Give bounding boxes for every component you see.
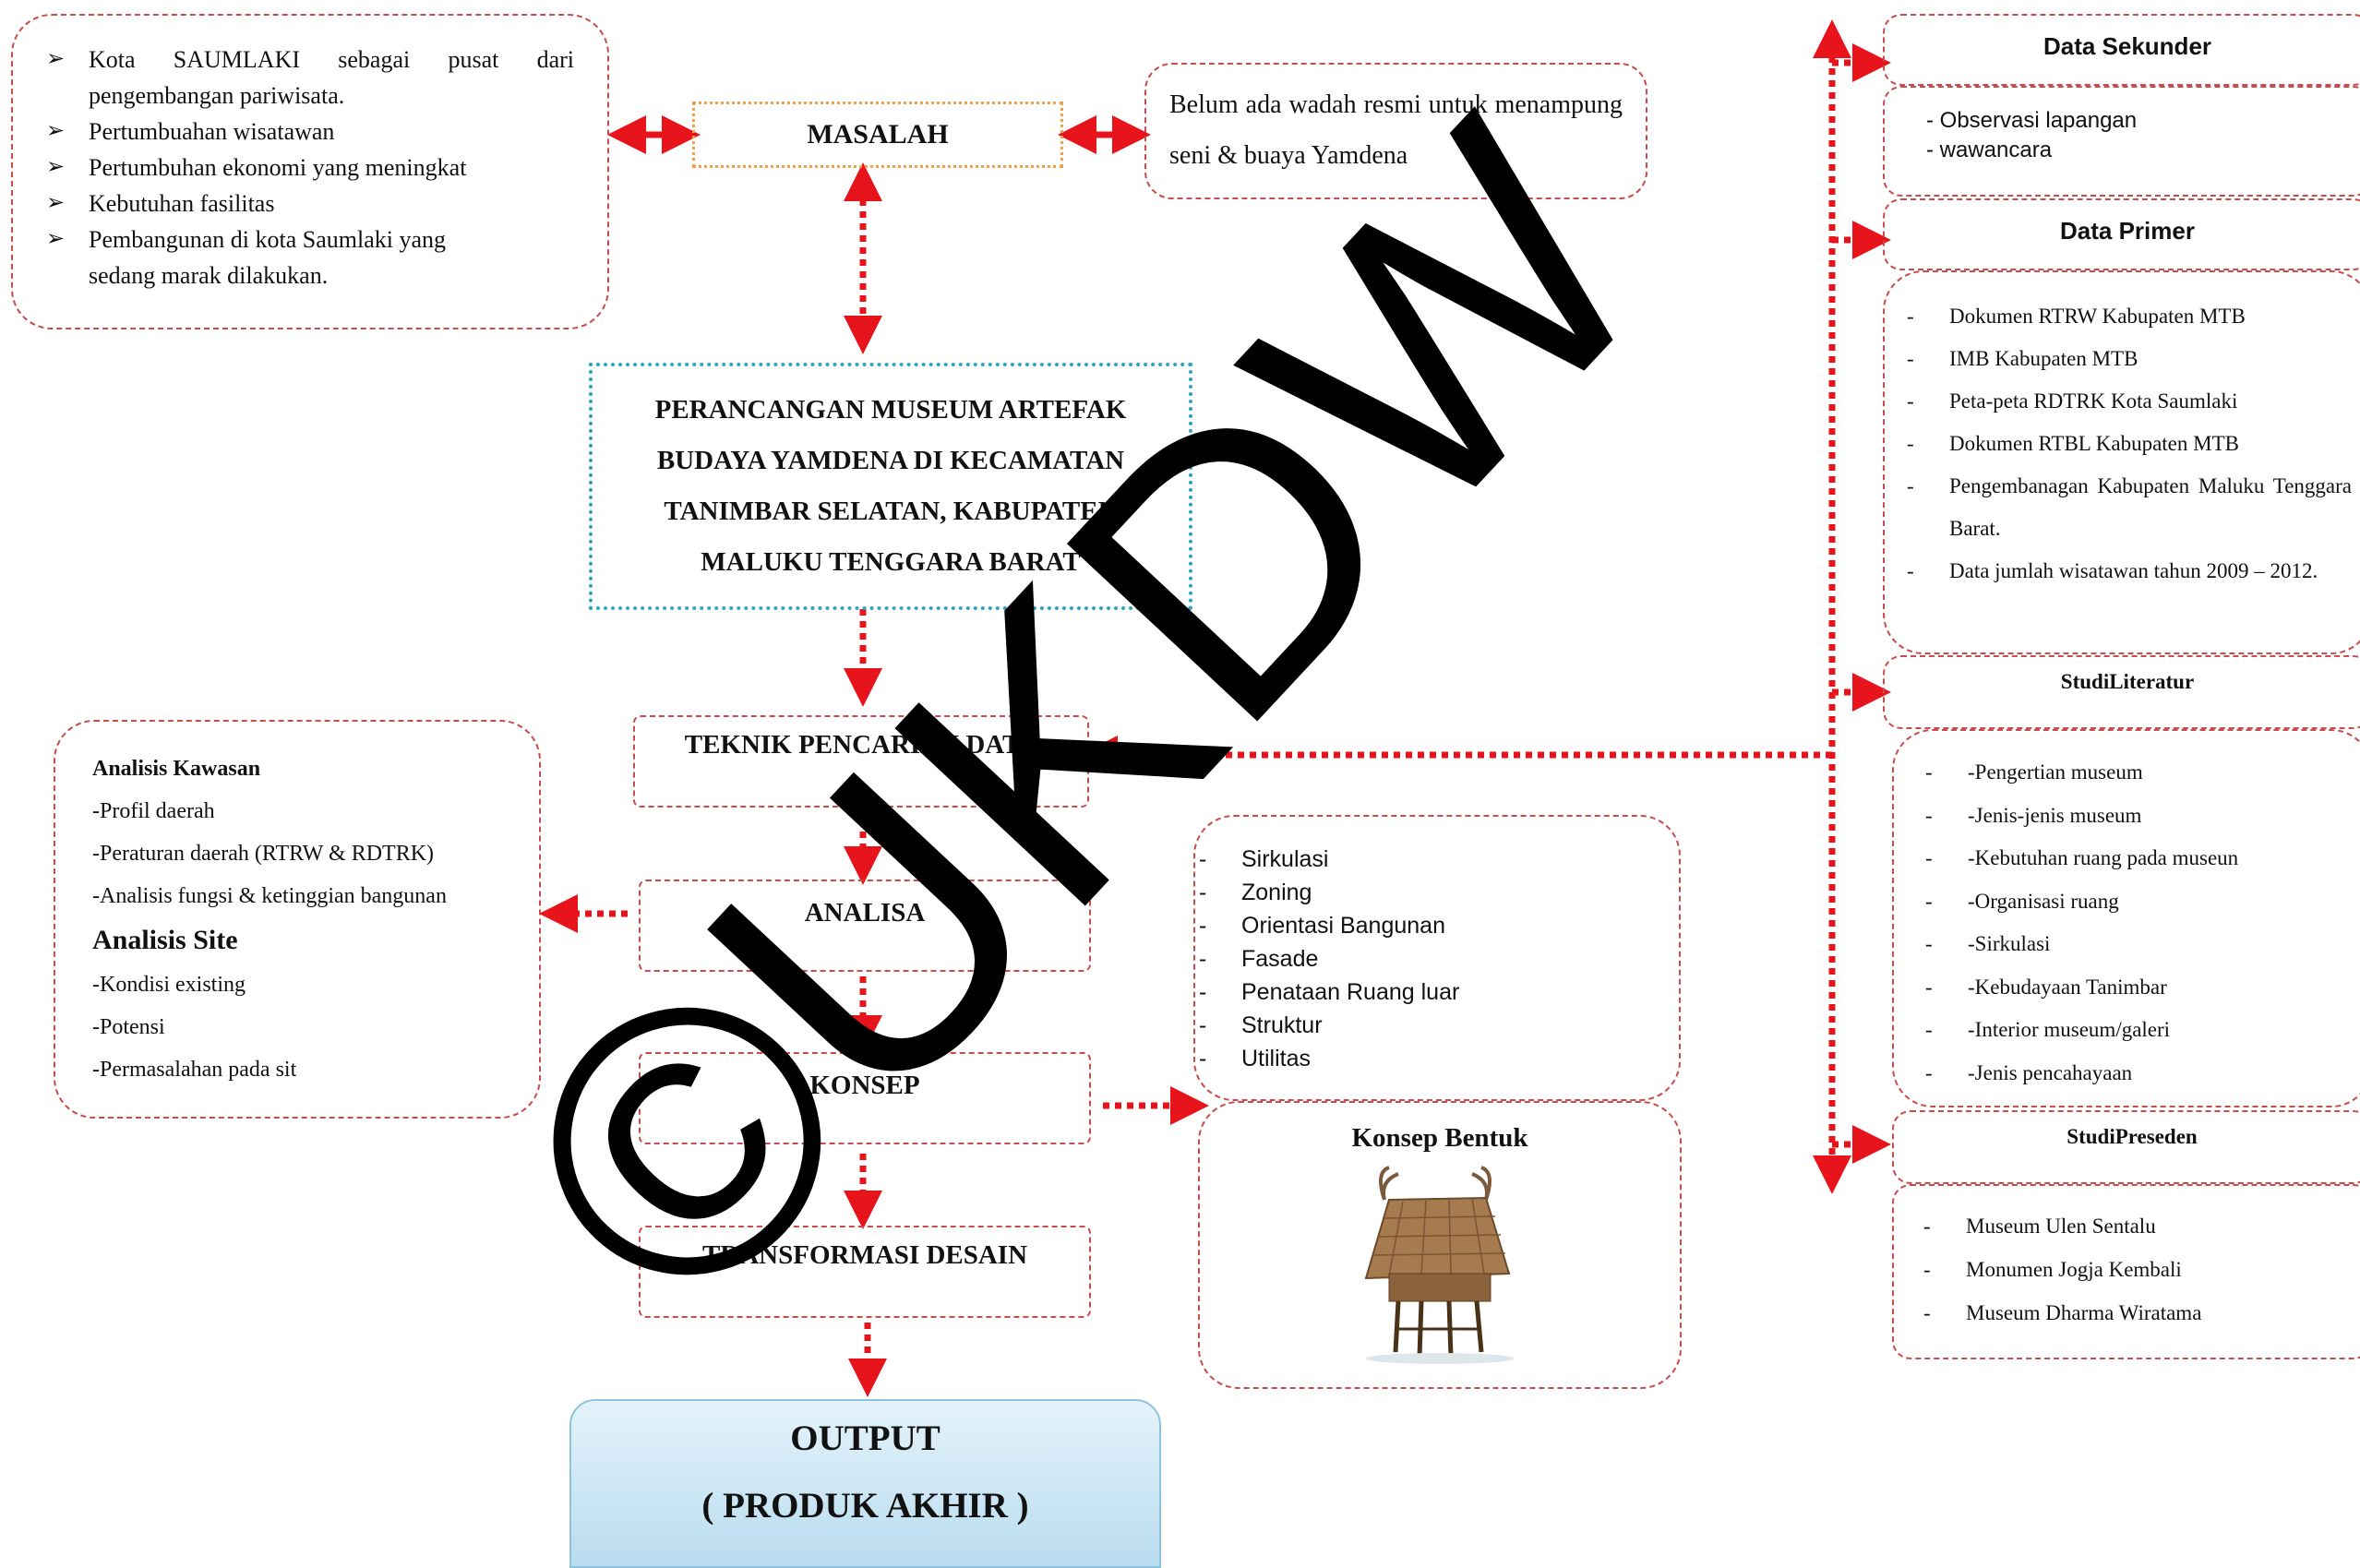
studi-literatur-item: -Kebutuhan ruang pada museun [1888, 837, 2360, 880]
konsep-item: Orientasi Bangunan [1162, 909, 1679, 942]
data-sekunder-item: - Observasi lapangan [1926, 108, 2138, 133]
issue-item: Pertumbuhan ekonomi yang meningkat [13, 150, 574, 186]
studi-literatur-item: -Jenis-jenis museum [1888, 795, 2360, 838]
transformasi-desain-title: TRANSFORMASI DESAIN [701, 1240, 1028, 1270]
konsep-bentuk-box: Konsep Bentuk [1198, 1101, 1682, 1389]
studi-literatur-item: -Sirkulasi [1888, 923, 2360, 966]
data-primer-item: Peta-peta RDTRK Kota Saumlaki [1870, 380, 2360, 423]
data-primer-title: Data Primer [2060, 217, 2195, 245]
masalah-title: MASALAH [807, 119, 949, 150]
konsep-box: KONSEP [639, 1052, 1091, 1144]
konsep-title: KONSEP [809, 1071, 920, 1100]
studi-literatur-item: -Kebudayaan Tanimbar [1888, 966, 2360, 1010]
studi-preseden-title: StudiPreseden [2066, 1125, 2198, 1148]
data-sekunder-box: - Observasi lapangan - wawancara [1883, 86, 2360, 197]
studi-preseden-item: Museum Ulen Sentalu [1887, 1204, 2360, 1248]
analisis-kawasan-item: -Analisis fungsi & ketinggian bangunan [92, 884, 447, 908]
data-sekunder-title: Data Sekunder [2043, 32, 2212, 60]
data-primer-item: IMB Kabupaten MTB [1870, 338, 2360, 380]
analisis-site-item: -Permasalahan pada sit [92, 1058, 297, 1082]
konsep-list-box: Sirkulasi Zoning Orientasi Bangunan Fasa… [1193, 815, 1681, 1101]
data-sekunder-header: Data Sekunder [1883, 14, 2360, 86]
output-title: OUTPUT [790, 1418, 940, 1458]
data-primer-item: Pengembanagan Kabupaten Maluku Tenggara … [1870, 465, 2360, 550]
main-title-box: PERANCANGAN MUSEUM ARTEFAK BUDAYA YAMDEN… [589, 363, 1192, 610]
issue-item: Kebutuhan fasilitas [13, 186, 574, 221]
data-primer-box: Dokumen RTRW Kabupaten MTB IMB Kabupaten… [1883, 270, 2360, 654]
data-primer-item: Data jumlah wisatawan tahun 2009 – 2012. [1870, 550, 2360, 592]
studi-literatur-title: StudiLiteratur [2060, 670, 2195, 693]
traditional-house-icon [1364, 1166, 1514, 1364]
studi-literatur-header: StudiLiteratur [1883, 655, 2360, 729]
issues-list: Kota SAUMLAKI sebagai pusat dari pengemb… [13, 42, 574, 293]
teknik-pencarian-data-box: TEKNIK PENCARIAN DATA [633, 715, 1089, 808]
analisis-kawasan-item: -Profil daerah [92, 799, 215, 823]
konsep-item: Penataan Ruang luar [1162, 976, 1679, 1009]
studi-literatur-box: -Pengertian museum -Jenis-jenis museum -… [1892, 729, 2360, 1107]
analisis-kawasan-title: Analisis Kawasan [92, 757, 261, 781]
konsep-item: Zoning [1162, 876, 1679, 909]
analisis-site-item: -Kondisi existing [92, 973, 246, 997]
transformasi-desain-box: TRANSFORMASI DESAIN [639, 1226, 1091, 1318]
konsep-bentuk-title: Konsep Bentuk [1351, 1123, 1528, 1153]
teknik-pencarian-data-title: TEKNIK PENCARIAN DATA [684, 730, 1038, 760]
problem-statement-text: Belum ada wadah resmi untuk menampung se… [1169, 90, 1623, 170]
konsep-item: Fasade [1162, 942, 1679, 976]
studi-literatur-item: -Pengertian museum [1888, 751, 2360, 795]
studi-preseden-item: Museum Dharma Wiratama [1887, 1291, 2360, 1335]
analisis-kawasan-item: -Peraturan daerah (RTRW & RDTRK) [92, 842, 435, 866]
issue-item: Pertumbuahan wisatawan [13, 114, 574, 150]
analisis-box: Analisis Kawasan -Profil daerah -Peratur… [54, 720, 541, 1119]
studi-preseden-box: Museum Ulen Sentalu Monumen Jogja Kembal… [1892, 1184, 2360, 1359]
studi-literatur-item: -Jenis pencahayaan [1888, 1052, 2360, 1095]
output-box: OUTPUT ( PRODUK AKHIR ) [569, 1399, 1161, 1568]
analisis-site-item: -Potensi [92, 1015, 165, 1039]
konsep-item: Utilitas [1162, 1042, 1679, 1075]
studi-literatur-item: -Organisasi ruang [1888, 880, 2360, 924]
data-sekunder-item: - wawancara [1926, 138, 2053, 162]
studi-preseden-header: StudiPreseden [1892, 1110, 2360, 1184]
studi-preseden-item: Monumen Jogja Kembali [1887, 1248, 2360, 1291]
analisa-box: ANALISA [639, 880, 1091, 972]
data-primer-header: Data Primer [1883, 198, 2360, 270]
analisa-title: ANALISA [804, 898, 926, 928]
konsep-item: Sirkulasi [1162, 843, 1679, 876]
data-primer-item: Dokumen RTRW Kabupaten MTB [1870, 295, 2360, 338]
issue-item: Kota SAUMLAKI sebagai pusat dari pengemb… [13, 42, 574, 114]
konsep-item: Struktur [1162, 1009, 1679, 1042]
issues-box: Kota SAUMLAKI sebagai pusat dari pengemb… [11, 14, 609, 329]
issue-item: Pembangunan di kota Saumlaki yang sedang… [13, 221, 476, 293]
masalah-box: MASALAH [692, 102, 1063, 168]
output-subtitle: ( PRODUK AKHIR ) [701, 1486, 1029, 1526]
studi-literatur-item: -Interior museum/galeri [1888, 1009, 2360, 1052]
data-primer-item: Dokumen RTBL Kabupaten MTB [1870, 423, 2360, 465]
main-title: PERANCANGAN MUSEUM ARTEFAK BUDAYA YAMDEN… [654, 395, 1127, 577]
problem-statement-box: Belum ada wadah resmi untuk menampung se… [1144, 63, 1647, 199]
analisis-site-title: Analisis Site [92, 925, 238, 955]
